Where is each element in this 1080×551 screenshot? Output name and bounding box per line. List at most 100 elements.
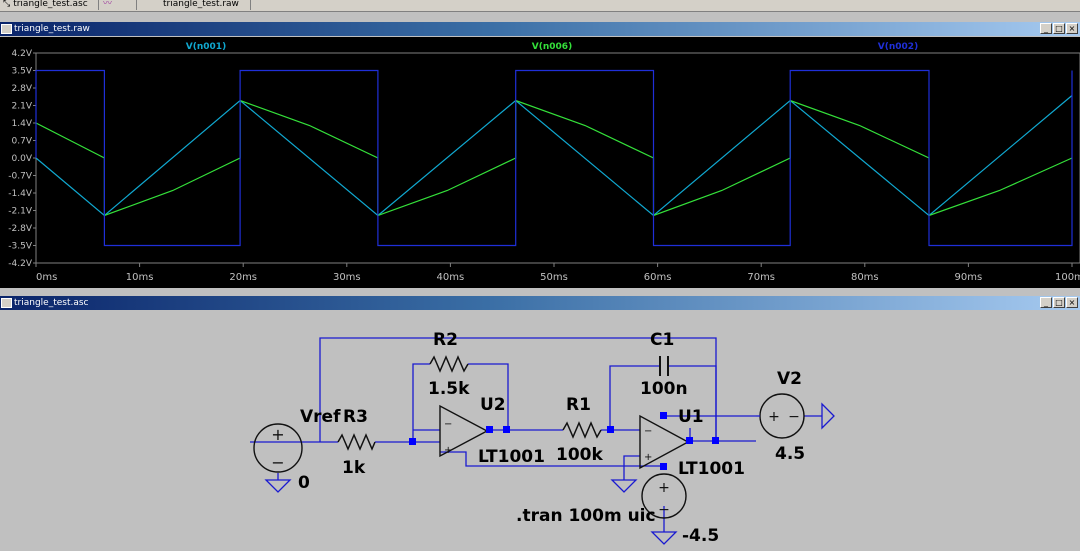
vref-value: 0: [298, 473, 310, 493]
schematic-window-titlebar[interactable]: triangle_test.asc _ □ ×: [0, 296, 1080, 310]
r2-label: R2: [433, 330, 458, 350]
v2-value: 4.5: [775, 444, 805, 464]
ground-icon: [821, 402, 835, 430]
x-tick-label: 50ms: [540, 272, 568, 283]
y-tick-label: -3.5V: [8, 242, 33, 252]
svg-text:+: +: [658, 480, 670, 496]
schematic-window-controls: _ □ ×: [1039, 297, 1078, 309]
c1-label: C1: [650, 330, 674, 350]
tab-waveform-icon-tab[interactable]: 〰: [100, 0, 137, 10]
schematic-window-title: triangle_test.asc: [14, 298, 89, 308]
vref-source[interactable]: + −: [253, 423, 303, 473]
schematic-canvas[interactable]: − + − + + − + − + −: [0, 310, 1080, 551]
minimize-button[interactable]: _: [1040, 23, 1052, 34]
u1-model: LT1001: [678, 459, 745, 479]
trace-group: [35, 69, 1073, 247]
y-tick-label: -0.7V: [8, 172, 33, 182]
waveform-window-titlebar[interactable]: triangle_test.raw _ □ ×: [0, 22, 1080, 36]
r2-resistor[interactable]: [429, 355, 469, 373]
x-tick-label: 30ms: [333, 272, 361, 283]
plot-frame: [35, 52, 1080, 264]
y-tick-label: -1.4V: [8, 189, 33, 199]
y-axis: 4.2V 3.5V 2.8V 2.1V 1.4V 0.7V 0.0V -0.7V -1.4V -2…: [8, 49, 36, 269]
ground-icon: [264, 479, 292, 493]
y-tick-label: 4.2V: [12, 49, 33, 59]
tab-schematic-label: triangle_test.asc: [13, 0, 88, 9]
tab-schematic[interactable]: ⤡triangle_test.asc: [0, 0, 99, 10]
tab-raw-label: triangle_test.raw: [163, 0, 239, 9]
r1-resistor[interactable]: [562, 421, 602, 439]
x-tick-label: 80ms: [851, 272, 879, 283]
v2-label: V2: [777, 369, 802, 389]
u2-opamp[interactable]: − +: [439, 404, 489, 458]
x-tick-label: 40ms: [437, 272, 465, 283]
wire-junctions: [409, 412, 719, 470]
restore-button[interactable]: □: [1053, 23, 1065, 34]
wires: [250, 337, 822, 532]
schematic-drawing[interactable]: − + − + + − + − + −: [0, 310, 1080, 551]
svg-text:−: −: [788, 409, 800, 425]
document-tab-bar: ⤡triangle_test.asc 〰 triangle_test.raw: [0, 0, 1080, 12]
waveform-icon: 〰: [103, 0, 113, 9]
x-tick-label: 70ms: [747, 272, 775, 283]
minimize-button[interactable]: _: [1040, 297, 1052, 308]
y-tick-label: -2.8V: [8, 224, 33, 234]
waveform-window-title: triangle_test.raw: [14, 24, 90, 34]
spice-directive[interactable]: .tran 100m uic: [516, 506, 656, 526]
x-tick-label: 90ms: [955, 272, 983, 283]
r3-label: R3: [343, 407, 368, 427]
r2-value: 1.5k: [428, 379, 470, 399]
waveform-window-controls: _ □ ×: [1039, 23, 1078, 35]
svg-text:+: +: [271, 425, 284, 444]
v2-source[interactable]: + −: [756, 393, 805, 439]
v3-value: -4.5: [682, 526, 719, 546]
svg-text:−: −: [444, 419, 452, 430]
trace-label-n006[interactable]: V(n006): [532, 42, 572, 52]
x-tick-label: 0ms: [36, 272, 57, 283]
x-tick-label: 100ms: [1055, 272, 1080, 283]
x-tick-label: 20ms: [229, 272, 257, 283]
y-tick-label: 0.0V: [12, 154, 33, 164]
trace-label-n001[interactable]: V(n001): [186, 42, 226, 52]
waveform-chart[interactable]: 4.2V 3.5V 2.8V 2.1V 1.4V 0.7V 0.0V -0.7V -1.4V -2…: [0, 37, 1080, 288]
close-button[interactable]: ×: [1066, 297, 1078, 308]
schematic-window-icon: [1, 298, 12, 308]
y-tick-label: 1.4V: [12, 119, 33, 129]
y-tick-label: 0.7V: [12, 137, 33, 147]
y-tick-label: 2.8V: [12, 84, 33, 94]
c1-value: 100n: [640, 379, 688, 399]
vref-label: Vref: [300, 407, 341, 427]
x-tick-label: 10ms: [126, 272, 154, 283]
u1-opamp[interactable]: − +: [639, 414, 690, 470]
svg-text:−: −: [644, 426, 652, 437]
y-tick-label: -2.1V: [8, 207, 33, 217]
svg-text:+: +: [768, 409, 780, 425]
tab-raw[interactable]: triangle_test.raw: [160, 0, 251, 10]
trace-n001[interactable]: [35, 95, 1073, 217]
x-tick-label: 60ms: [644, 272, 672, 283]
r1-value: 100k: [556, 445, 603, 465]
trace-label-n002[interactable]: V(n002): [878, 42, 918, 52]
u2-model: LT1001: [478, 447, 545, 467]
y-tick-label: -4.2V: [8, 259, 33, 269]
c1-capacitor[interactable]: [659, 356, 669, 376]
y-tick-label: 3.5V: [12, 67, 33, 77]
r3-resistor[interactable]: [337, 433, 376, 451]
svg-text:+: +: [444, 445, 452, 456]
u2-label: U2: [480, 395, 506, 415]
waveform-window-icon: [1, 24, 12, 34]
close-button[interactable]: ×: [1066, 23, 1078, 34]
y-tick-label: 2.1V: [12, 102, 33, 112]
r1-label: R1: [566, 395, 591, 415]
x-axis: 0ms 10ms 20ms 30ms 40ms 50ms 60ms 70ms 80ms 90ms 1…: [35, 263, 1080, 283]
tab-schematic-icon: ⤡: [3, 0, 11, 9]
trace-n002[interactable]: [35, 69, 1073, 247]
svg-text:−: −: [658, 502, 670, 518]
trace-n006[interactable]: [35, 99, 1073, 217]
ground-icon: [610, 479, 638, 493]
waveform-plot-pane[interactable]: 4.2V 3.5V 2.8V 2.1V 1.4V 0.7V 0.0V -0.7V -1.4V -2…: [0, 37, 1080, 288]
restore-button[interactable]: □: [1053, 297, 1065, 308]
ground-icon: [650, 531, 678, 545]
svg-text:−: −: [271, 453, 284, 472]
v3-source[interactable]: + −: [641, 473, 687, 519]
